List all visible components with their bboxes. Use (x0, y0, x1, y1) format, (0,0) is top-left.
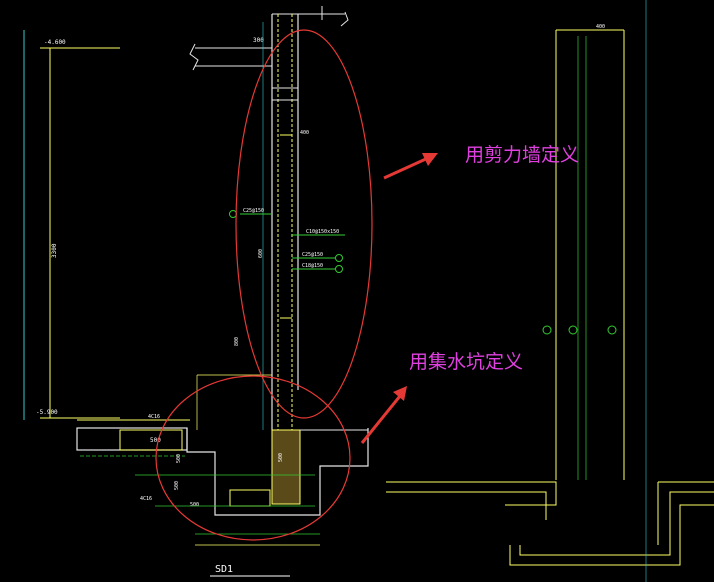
right-elevation (386, 0, 714, 582)
shear-wall (262, 14, 299, 430)
elevation-top-label: -4.600 (44, 39, 66, 46)
dim-500-b: 500 (176, 454, 182, 463)
right-dimension: 400 (596, 24, 605, 30)
dim-500-d: 500 (190, 502, 199, 508)
annotation-sump-pit: 用集水坑定义 (409, 351, 524, 373)
rebar-label-5: 4C16 (148, 414, 160, 420)
dim-wall-top: 300 (253, 37, 264, 44)
vertical-dimension-label: 3300 (51, 243, 58, 258)
rebar-label-1: C25@150 (243, 208, 264, 214)
elevation-bottom-label: -5.900 (36, 409, 58, 416)
dim-500-e: 500 (278, 453, 284, 462)
rebar-label-4: C18@150 (302, 263, 323, 269)
dim-500-a: 500 (150, 437, 161, 444)
rebar-callouts (229, 210, 345, 273)
dim-800: 800 (234, 337, 240, 346)
rebar-label-6: 4C16 (140, 496, 152, 502)
shear-wall-highlight (235, 29, 373, 419)
elevation-guide (23, 30, 120, 420)
rebar-label-3: C25@150 (302, 252, 323, 258)
arrow-shear-wall (383, 153, 438, 180)
arrow-sump-pit (360, 386, 407, 444)
sump-pit-highlight (155, 375, 351, 541)
dim-500-c: 500 (174, 481, 180, 490)
dim-600: 600 (258, 249, 264, 258)
annotation-shear-wall: 用剪力墙定义 (465, 144, 580, 166)
drawing-title: SD1 (215, 564, 233, 575)
top-slab-break (189, 6, 349, 71)
rebar-label-2: C10@150x150 (306, 229, 339, 235)
dim-400-wall: 400 (300, 130, 309, 136)
sump-pit (76, 374, 369, 546)
